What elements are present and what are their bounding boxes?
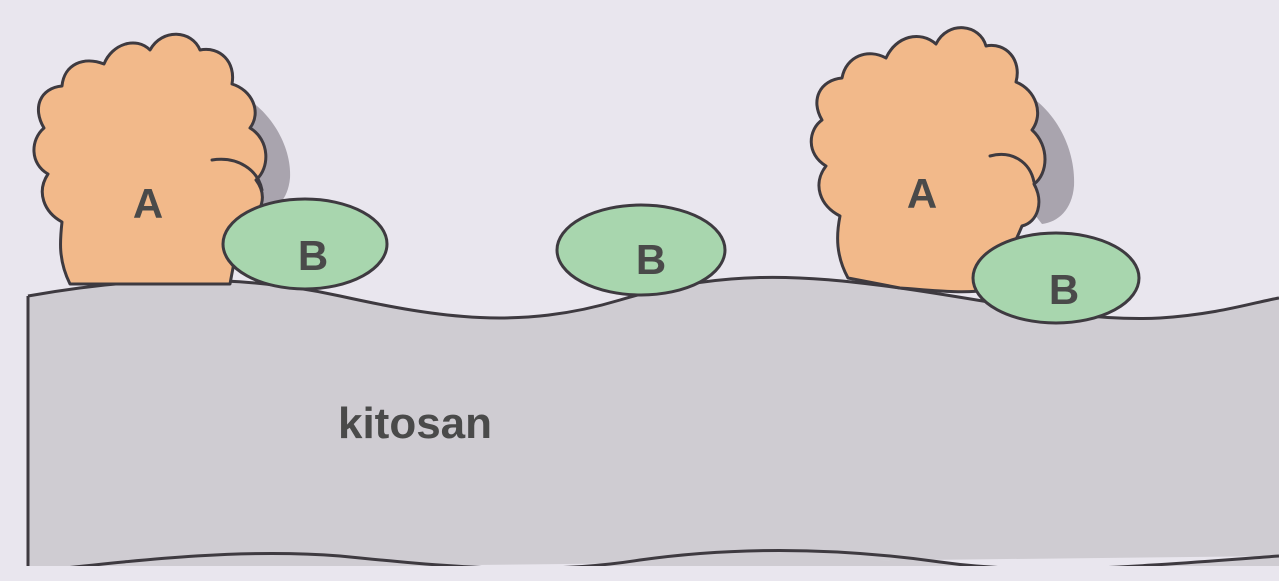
molecule-b-3-label: B bbox=[1049, 266, 1079, 313]
molecule-b-1-label: B bbox=[298, 232, 328, 279]
kitosan-substrate bbox=[28, 277, 1279, 581]
molecule-a-2-label: A bbox=[907, 170, 937, 217]
molecule-b-2-label: B bbox=[636, 236, 666, 283]
kitosan-label: kitosan bbox=[338, 399, 492, 448]
molecule-a-1-label: A bbox=[133, 180, 163, 227]
kitosan-bottom-fill bbox=[0, 566, 1279, 581]
